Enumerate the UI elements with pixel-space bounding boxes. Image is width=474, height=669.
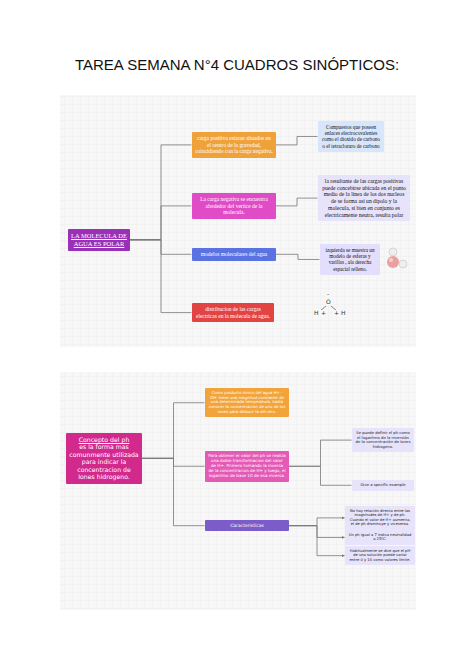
concept-box: la resultante de las cargas positivas pu… xyxy=(318,175,410,221)
box-text: Compuestos que poseen enlaces electrocov… xyxy=(321,124,381,149)
box-text: distribucion de las cargas electricas en… xyxy=(195,306,271,319)
box-text: Caracteristicas xyxy=(208,523,286,528)
box-text: es la forma mas comunmente utilizada par… xyxy=(69,443,139,480)
atom-label: + xyxy=(320,310,327,316)
connector xyxy=(289,440,352,466)
box-text: No hay relación directa entre las magnit… xyxy=(348,509,412,527)
connector xyxy=(289,518,345,526)
connector xyxy=(276,254,320,259)
connector xyxy=(142,458,205,525)
box-text: carga positiva estaran situados en el ce… xyxy=(195,135,273,155)
connector xyxy=(130,240,192,313)
connector xyxy=(130,206,192,240)
concept-box: LA MOLECULA DE AGUA ES POLAR xyxy=(68,229,130,251)
connector xyxy=(289,526,345,556)
atom-label: O xyxy=(325,299,332,305)
concept-box: izquierda se muestra un modelo de esfera… xyxy=(320,244,380,275)
atom-label: - xyxy=(326,291,330,297)
box-text: LA MOLECULA DE AGUA ES POLAR xyxy=(71,232,127,248)
concept-box: Para obtener el valor del ph se realiza … xyxy=(205,451,289,482)
box-text: modelos moleculares del agua xyxy=(195,251,273,258)
box-text: izquierda se muestra un modelo de esfera… xyxy=(323,247,377,272)
connector xyxy=(142,403,205,459)
connector xyxy=(276,136,318,144)
concept-box: carga positiva estaran situados en el ce… xyxy=(192,132,276,158)
concept-box: Concepto del phes la forma mas comunment… xyxy=(66,433,142,484)
concept-box: Caracteristicas xyxy=(205,520,289,531)
concept-box: modelos moleculares del agua xyxy=(192,248,276,261)
connector xyxy=(130,145,192,240)
atom-label: H xyxy=(313,310,320,316)
concept-box: Un ph igual a 7 indica neutralidad a 25º… xyxy=(345,530,415,545)
concept-box: Habitualmente se dice que el pH de una s… xyxy=(345,546,415,565)
atom-label: H xyxy=(340,310,347,316)
box-text: Para obtener el valor del ph se realiza … xyxy=(208,454,286,479)
page-title: TAREA SEMANA N°4 CUADROS SINÓPTICOS: xyxy=(0,56,474,73)
concept-box: La carga negativa se encuentra alrededor… xyxy=(192,193,276,219)
box-text: la resultante de las cargas positivas pu… xyxy=(321,178,407,218)
concept-box: No hay relación directa entre las magnit… xyxy=(345,506,415,530)
box-text: Give a specific example xyxy=(355,483,411,488)
atom-label: + xyxy=(333,310,340,316)
box-text: La carga negativa se encuentra alrededor… xyxy=(195,196,273,216)
concept-box: Compuestos que poseen enlaces electrocov… xyxy=(318,121,384,152)
molecule-model xyxy=(387,248,407,268)
connector xyxy=(289,466,352,485)
box-text: Se puede definir el ph como el logaritmo… xyxy=(355,431,411,449)
concept-box: distribucion de las cargas electricas en… xyxy=(192,303,274,322)
box-text: Habitualmente se dice que el pH de una s… xyxy=(348,549,412,562)
concept-box: Se puede definir el ph como el logaritmo… xyxy=(352,428,414,452)
box-text: Un ph igual a 7 indica neutralidad a 25º… xyxy=(348,533,412,542)
box-text: Como producto iónico del agua H+ · OH- t… xyxy=(208,391,286,414)
concept-box: Como producto iónico del agua H+ · OH- t… xyxy=(205,388,289,417)
concept-box: Give a specific example xyxy=(352,480,414,491)
connector xyxy=(276,198,318,206)
box-text: Concepto del ph xyxy=(69,436,139,443)
